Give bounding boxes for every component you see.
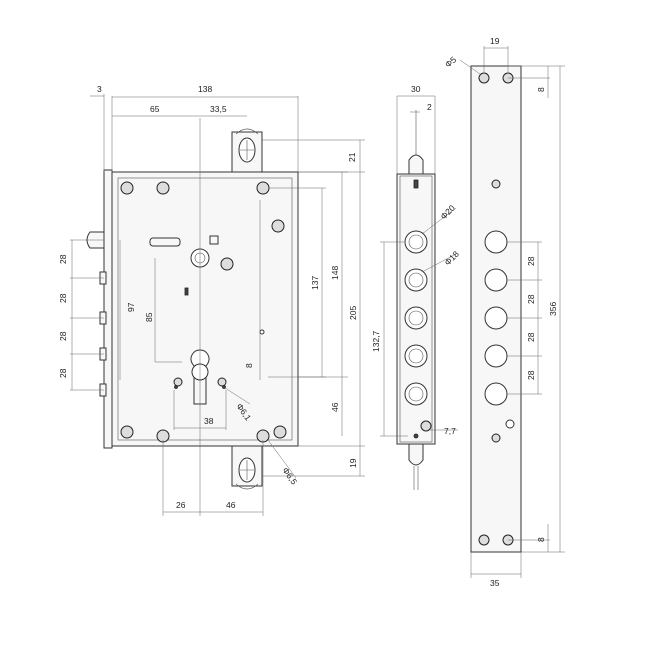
dim-85: 85: [144, 312, 154, 322]
small-pin: [259, 329, 265, 335]
plate-dim-356: 356: [548, 302, 558, 316]
side-bolt-1: [404, 230, 428, 254]
plate-hole-4: [484, 344, 508, 368]
lock-case: [111, 171, 299, 447]
plate-hole-5: [484, 382, 508, 406]
side-dim-30: 30: [411, 84, 421, 94]
plate-screw-bl: [478, 534, 490, 546]
plate-hole-2: [484, 268, 508, 292]
dim-19-bottom: 19: [348, 458, 358, 468]
slot: [149, 237, 181, 247]
plate-hole-1: [484, 230, 508, 254]
screw-bottom-far-right: [273, 425, 287, 439]
dim-33-5: 33,5: [210, 104, 227, 114]
dim-38: 38: [204, 416, 214, 426]
dim-8-cyl: 8: [244, 363, 254, 368]
plate-dim-8-bottom: 8: [536, 537, 546, 542]
plate-dim-28-3: 28: [526, 332, 536, 342]
plate-dim-8-top: 8: [536, 87, 546, 92]
side-bottom-clip: [408, 443, 424, 466]
screw-inner: [220, 257, 234, 271]
lock-faceplate: [103, 169, 113, 449]
dim-21: 21: [347, 152, 357, 162]
side-bolt-2: [404, 268, 428, 292]
side-top-clip: [408, 154, 424, 175]
plate-dim-28-1: 28: [526, 256, 536, 266]
plate-dim-28-4: 28: [526, 370, 536, 380]
plate-hole-3: [484, 306, 508, 330]
plate-screw-upper: [491, 179, 501, 189]
dim-148: 148: [330, 266, 340, 280]
side-bolt-5: [404, 382, 428, 406]
dim-row28-1: 28: [58, 254, 68, 264]
side-bolt-3: [404, 306, 428, 330]
dim-46-right: 46: [330, 402, 340, 412]
side-dim-7-7: 7,7: [444, 426, 456, 436]
plate-small-hole: [505, 419, 515, 429]
dim-138: 138: [198, 84, 212, 94]
side-dim-2: 2: [427, 102, 432, 112]
dim-65: 65: [150, 104, 160, 114]
strike-plate-dimensions: 19 Φ5 8 356 28 28 28 28 8 35: [443, 36, 565, 588]
screw-bottom-left: [120, 425, 134, 439]
dim-46-bottom: 46: [226, 500, 236, 510]
top-vertical-rod-clip: [231, 128, 263, 173]
side-phi-20: Φ20: [438, 203, 457, 222]
dim-3: 3: [97, 84, 102, 94]
screw-top-right: [256, 181, 270, 195]
plate-dim-35: 35: [490, 578, 500, 588]
dim-row28-3: 28: [58, 331, 68, 341]
plate-dim-28-2: 28: [526, 294, 536, 304]
strike-plate: [470, 65, 522, 553]
mark: [184, 287, 189, 296]
dim-row28-2: 28: [58, 293, 68, 303]
lock-side-view: [396, 110, 436, 490]
side-screw: [420, 420, 432, 432]
side-phi-18: Φ18: [442, 249, 461, 268]
screw-top-left: [120, 181, 134, 195]
plate-phi-5: Φ5: [443, 54, 458, 69]
cylinder-screw-right: [217, 377, 227, 387]
plate-screw-lower: [491, 433, 501, 443]
square-pin: [209, 235, 219, 245]
side-bolt-4: [404, 344, 428, 368]
plate-screw-tl: [478, 72, 490, 84]
dim-137: 137: [310, 276, 320, 290]
dim-row28-4: 28: [58, 368, 68, 378]
dim-26: 26: [176, 500, 186, 510]
dim-97: 97: [126, 302, 136, 312]
dim-205: 205: [348, 306, 358, 320]
lock-body-front-view: [86, 118, 299, 490]
cylinder-screw-left: [173, 377, 183, 387]
bottom-vertical-rod-clip: [231, 445, 263, 490]
screw-top-mid: [156, 181, 170, 195]
screw-right-upper: [271, 219, 285, 233]
plate-dim-19: 19: [490, 36, 500, 46]
side-dim-132-7: 132,7: [371, 330, 381, 352]
